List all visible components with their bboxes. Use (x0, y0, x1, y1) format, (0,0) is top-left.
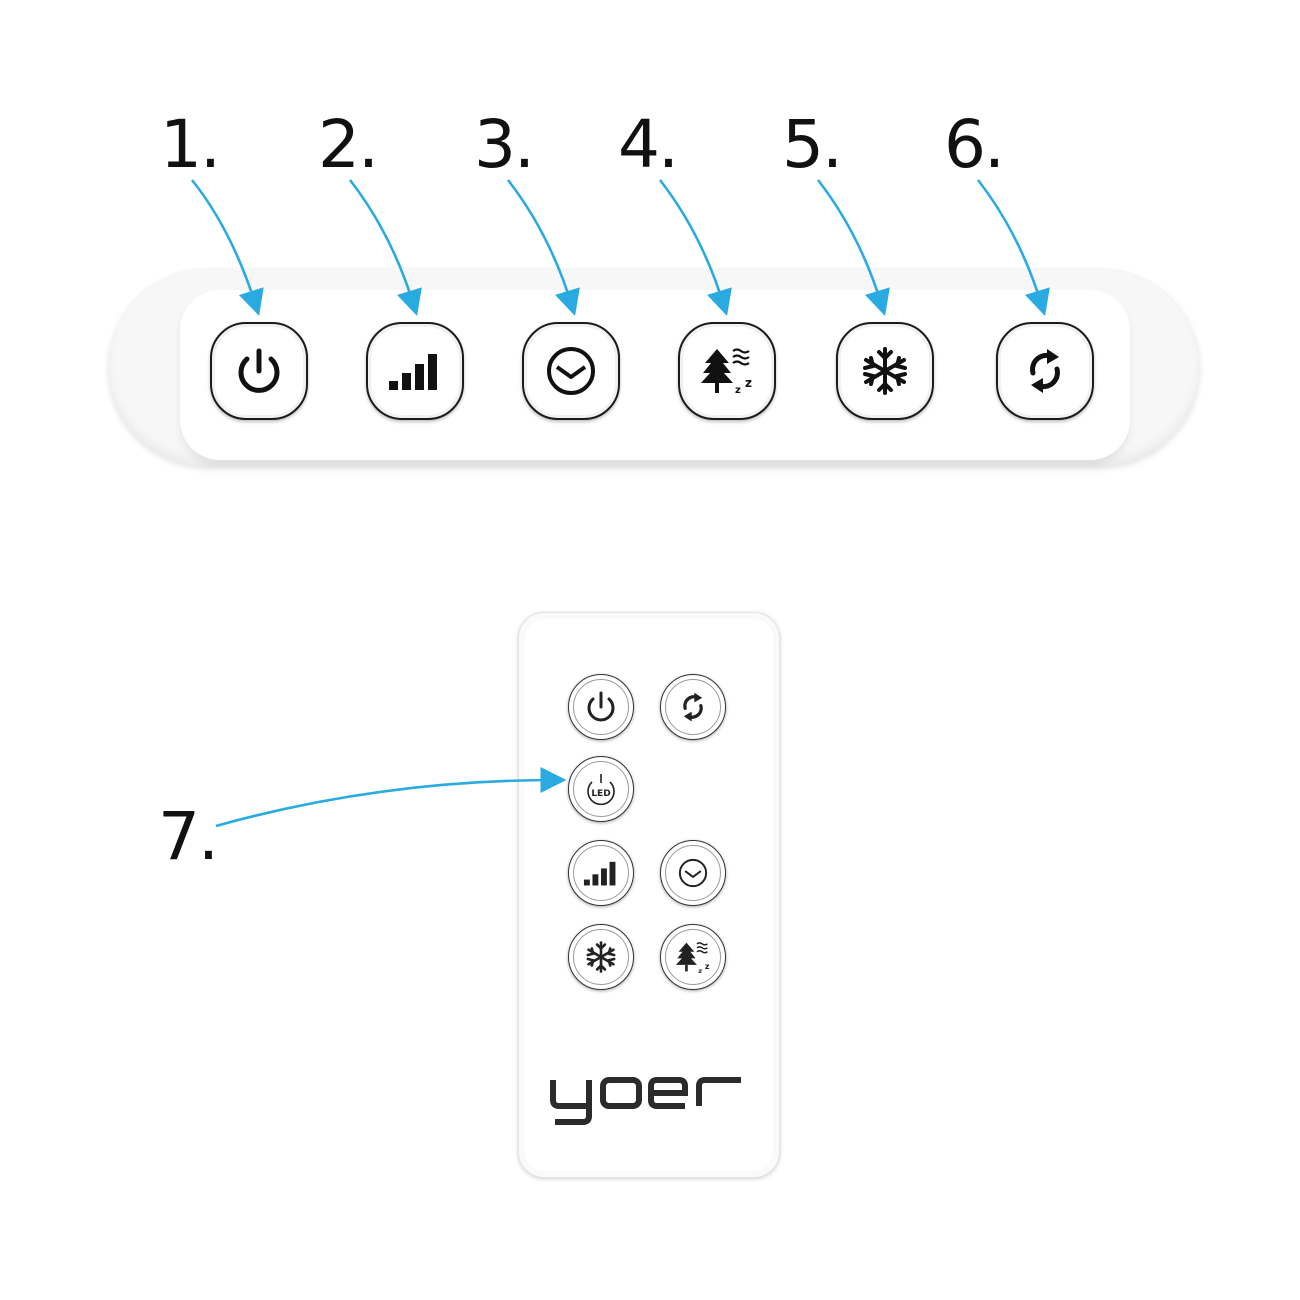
snowflake-icon (863, 347, 907, 395)
arrow-4 (658, 179, 732, 316)
arrow-1 (190, 179, 264, 316)
led-label: LED (591, 789, 611, 799)
snowflake-icon (586, 941, 616, 973)
timer-icon (547, 347, 595, 395)
panel-oscillation-button[interactable] (996, 322, 1094, 420)
arrow-2 (348, 179, 422, 316)
oscillation-icon (683, 692, 703, 722)
svg-text:z: z (698, 967, 702, 975)
fan-speed-icon (583, 861, 616, 886)
remote-cooling-button[interactable] (568, 924, 634, 990)
svg-text:z: z (745, 376, 752, 390)
remote-oscillation-button[interactable] (660, 674, 726, 740)
remote-led-button[interactable]: LED (568, 756, 634, 822)
svg-text:z: z (735, 385, 741, 396)
sleep-mode-icon: z z (701, 348, 752, 396)
label-6: 6. (944, 106, 1005, 183)
device-control-panel-face (180, 290, 1130, 460)
label-1: 1. (160, 106, 221, 183)
label-4: 4. (618, 106, 679, 183)
remote-fan-speed-button[interactable] (568, 840, 634, 906)
sleep-mode-icon: z z (675, 942, 710, 975)
arrow-7 (215, 767, 567, 828)
arrow-3 (506, 179, 580, 316)
arrow-6 (976, 179, 1050, 316)
power-icon (238, 348, 280, 393)
label-7: 7. (158, 798, 219, 875)
panel-sleep-mode-button[interactable]: z z (678, 322, 776, 420)
panel-fan-speed-button[interactable] (366, 322, 464, 420)
remote-power-button[interactable] (568, 674, 634, 740)
label-2: 2. (318, 106, 379, 183)
panel-power-button[interactable] (210, 322, 308, 420)
timer-icon (678, 858, 708, 888)
panel-timer-button[interactable] (522, 322, 620, 420)
remote-sleep-mode-button[interactable]: z z (660, 924, 726, 990)
panel-cooling-button[interactable] (836, 322, 934, 420)
power-icon (587, 691, 615, 722)
arrow-5 (816, 179, 890, 316)
fan-speed-icon (389, 354, 437, 390)
remote-timer-button[interactable] (660, 840, 726, 906)
oscillation-icon (1030, 349, 1060, 393)
label-5: 5. (782, 106, 843, 183)
yoer-logo (550, 1077, 741, 1125)
label-3: 3. (474, 106, 535, 183)
led-power-icon (587, 774, 615, 806)
svg-text:z: z (705, 962, 710, 971)
